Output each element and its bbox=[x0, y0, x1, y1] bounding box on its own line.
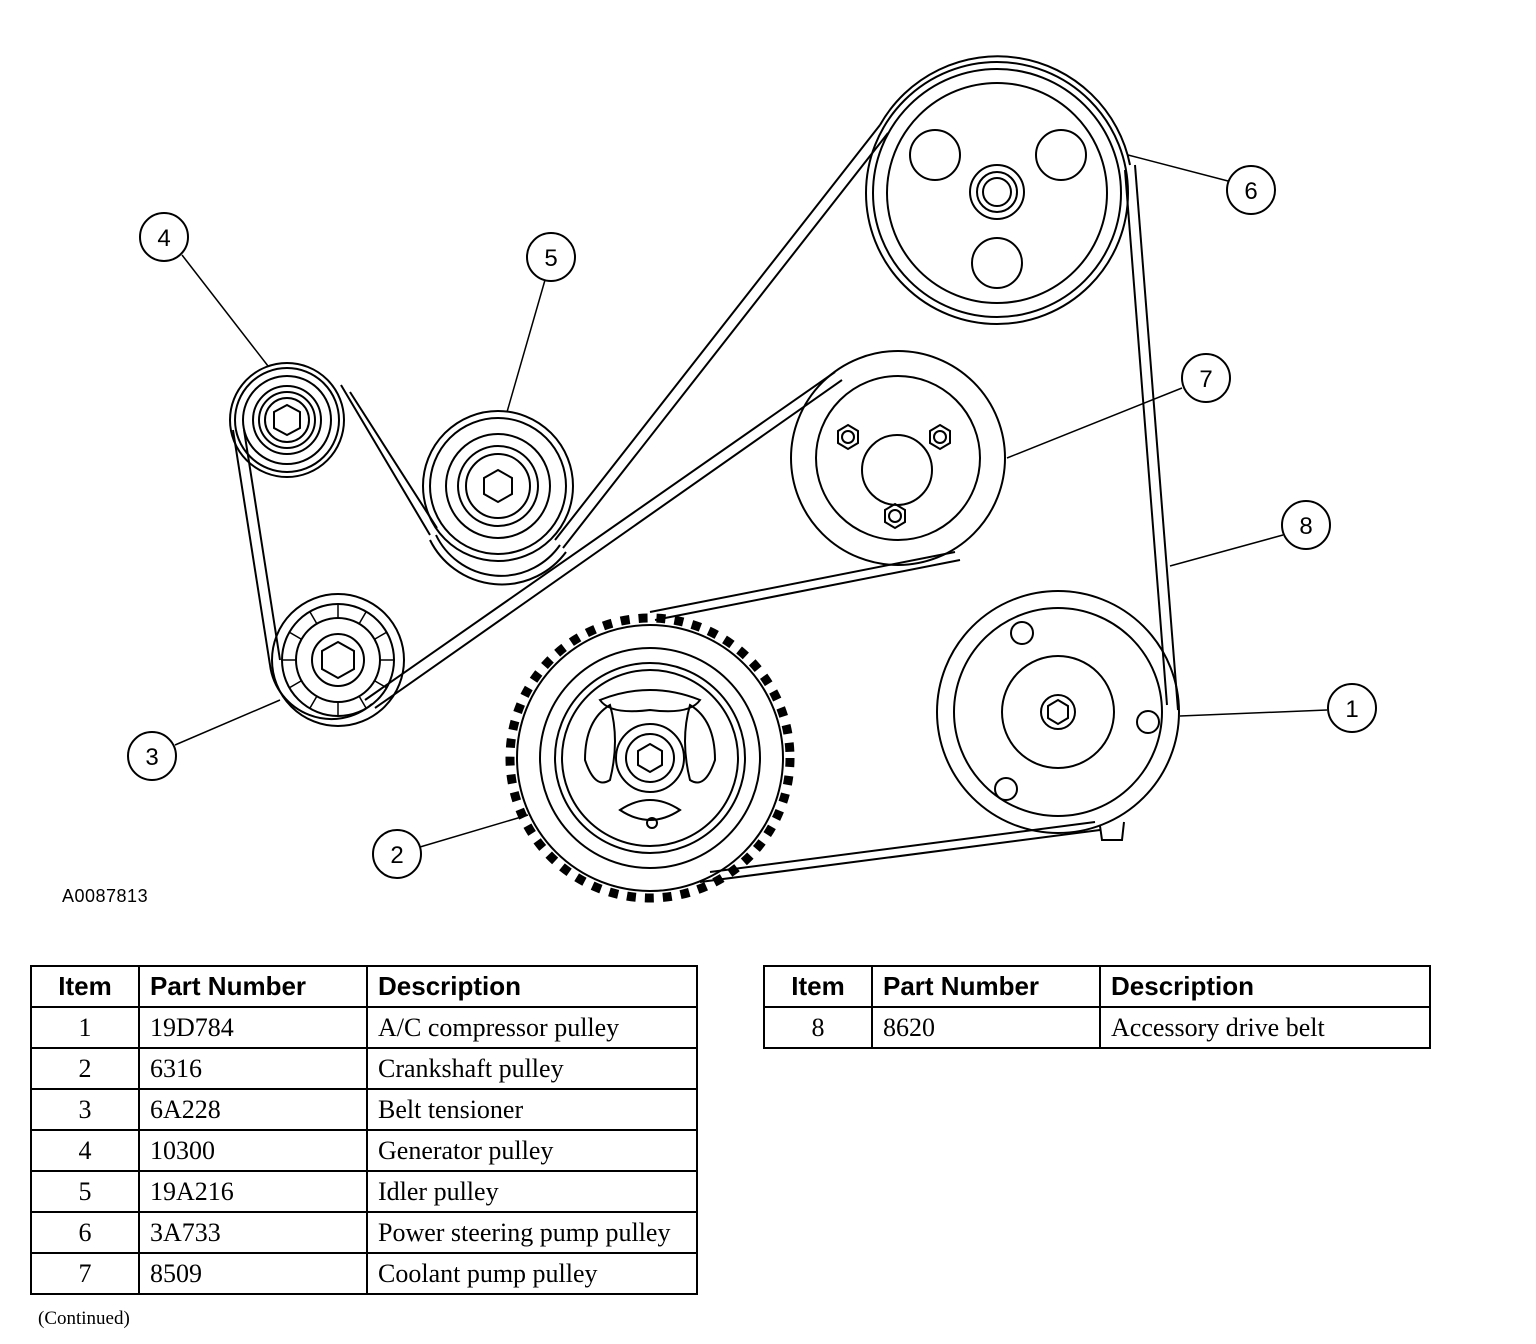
cell-item: 3 bbox=[30, 1088, 140, 1131]
cell-part-number: 19A216 bbox=[138, 1170, 368, 1213]
power-steering-pulley bbox=[865, 61, 1129, 325]
cell-item: 8 bbox=[763, 1006, 873, 1049]
table-header-row: Item Part Number Description bbox=[763, 965, 1431, 1008]
cell-item: 7 bbox=[30, 1252, 140, 1295]
table-row: 3 6A228 Belt tensioner bbox=[30, 1088, 698, 1131]
cell-part-number: 6A228 bbox=[138, 1088, 368, 1131]
header-description: Description bbox=[1099, 965, 1431, 1008]
coolant-pump-pulley bbox=[790, 350, 1006, 566]
cell-part-number: 8620 bbox=[871, 1006, 1101, 1049]
header-part-number: Part Number bbox=[138, 965, 368, 1008]
header-item: Item bbox=[30, 965, 140, 1008]
accessory-drive-belt bbox=[232, 55, 1179, 883]
cell-description: Idler pulley bbox=[366, 1170, 698, 1213]
cell-description: Accessory drive belt bbox=[1099, 1006, 1431, 1049]
callout-7: 7 bbox=[1181, 353, 1231, 403]
callout-label: 6 bbox=[1244, 178, 1257, 205]
table-row: 2 6316 Crankshaft pulley bbox=[30, 1047, 698, 1090]
idler-pulley bbox=[422, 410, 574, 562]
cell-item: 5 bbox=[30, 1170, 140, 1213]
cell-item: 4 bbox=[30, 1129, 140, 1172]
figure-reference-code: A0087813 bbox=[62, 886, 149, 906]
cell-description: Belt tensioner bbox=[366, 1088, 698, 1131]
header-part-number: Part Number bbox=[871, 965, 1101, 1008]
callout-2: 2 bbox=[372, 829, 422, 879]
callout-1: 1 bbox=[1327, 683, 1377, 733]
belt-routing-diagram: 1 2 3 4 5 6 7 8 bbox=[127, 55, 1377, 903]
cell-part-number: 10300 bbox=[138, 1129, 368, 1172]
callout-label: 8 bbox=[1299, 513, 1312, 540]
parts-table-left: Item Part Number Description 1 19D784 A/… bbox=[30, 965, 698, 1295]
table-row: 1 19D784 A/C compressor pulley bbox=[30, 1006, 698, 1049]
header-description: Description bbox=[366, 965, 698, 1008]
continued-note: (Continued) bbox=[38, 1308, 130, 1329]
callout-6: 6 bbox=[1226, 165, 1276, 215]
table-row: 4 10300 Generator pulley bbox=[30, 1129, 698, 1172]
callout-4: 4 bbox=[139, 212, 189, 262]
cell-description: Crankshaft pulley bbox=[366, 1047, 698, 1090]
callout-label: 4 bbox=[157, 225, 170, 252]
table-row: 5 19A216 Idler pulley bbox=[30, 1170, 698, 1213]
cell-description: Power steering pump pulley bbox=[366, 1211, 698, 1254]
header-item: Item bbox=[763, 965, 873, 1008]
callout-5: 5 bbox=[526, 232, 576, 282]
callout-8: 8 bbox=[1281, 500, 1331, 550]
cell-description: A/C compressor pulley bbox=[366, 1006, 698, 1049]
cell-item: 1 bbox=[30, 1006, 140, 1049]
belt-tensioner bbox=[271, 593, 405, 727]
callout-label: 3 bbox=[145, 744, 158, 771]
table-row: 7 8509 Coolant pump pulley bbox=[30, 1252, 698, 1295]
table-header-row: Item Part Number Description bbox=[30, 965, 698, 1008]
cell-item: 6 bbox=[30, 1211, 140, 1254]
cell-part-number: 6316 bbox=[138, 1047, 368, 1090]
callout-label: 1 bbox=[1345, 696, 1358, 723]
cell-description: Generator pulley bbox=[366, 1129, 698, 1172]
table-row: 6 3A733 Power steering pump pulley bbox=[30, 1211, 698, 1254]
generator-pulley bbox=[229, 362, 345, 478]
callout-3: 3 bbox=[127, 731, 177, 781]
table-row: 8 8620 Accessory drive belt bbox=[763, 1006, 1431, 1049]
ac-compressor-pulley bbox=[936, 590, 1180, 841]
parts-table-right: Item Part Number Description 8 8620 Acce… bbox=[763, 965, 1431, 1049]
callout-label: 7 bbox=[1199, 366, 1212, 393]
cell-part-number: 19D784 bbox=[138, 1006, 368, 1049]
cell-part-number: 8509 bbox=[138, 1252, 368, 1295]
callout-label: 5 bbox=[544, 245, 557, 272]
leader-lines bbox=[174, 154, 1328, 848]
cell-description: Coolant pump pulley bbox=[366, 1252, 698, 1295]
cell-part-number: 3A733 bbox=[138, 1211, 368, 1254]
crankshaft-pulley bbox=[505, 613, 795, 903]
callout-label: 2 bbox=[390, 842, 403, 869]
cell-item: 2 bbox=[30, 1047, 140, 1090]
